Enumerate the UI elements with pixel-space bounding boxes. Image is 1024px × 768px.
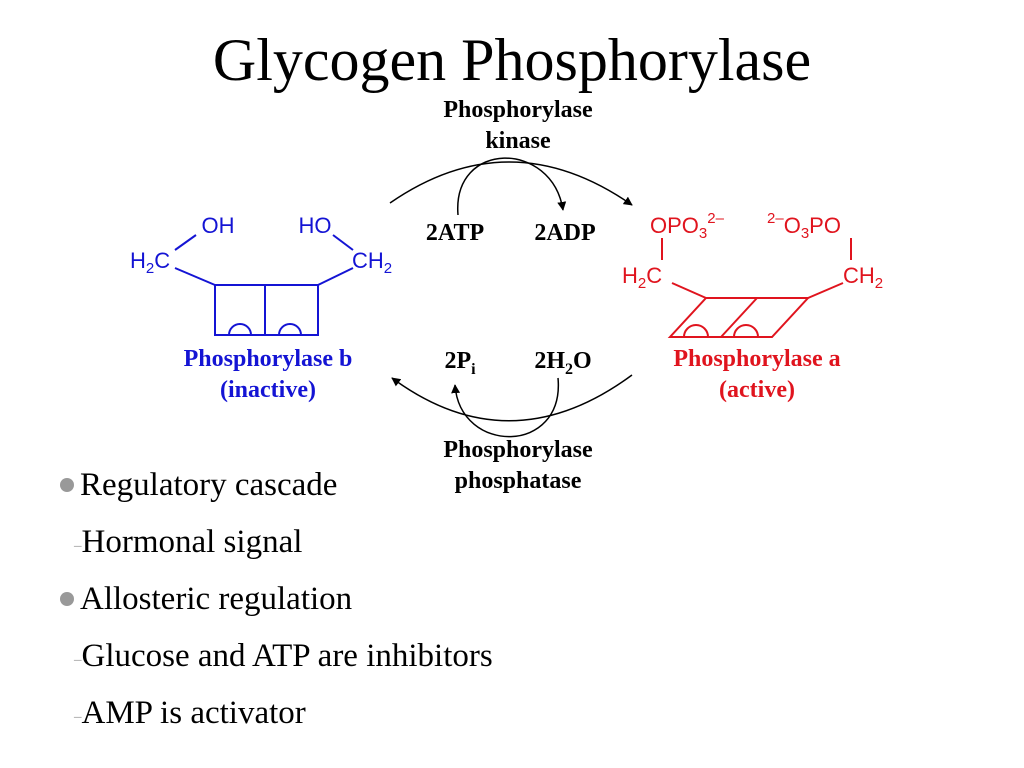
b-ch2-c: CH <box>352 248 384 273</box>
a-h2c-c: C <box>646 263 662 288</box>
a-h2c-group: H2C <box>622 263 662 292</box>
sub-bullet-item: –Glucose and ATP are inhibitors <box>60 633 493 690</box>
water-sub: 2 <box>565 361 573 378</box>
bullet-text: Hormonal signal <box>81 524 303 560</box>
phosphorylase-a-name: Phosphorylase a <box>673 346 840 372</box>
b-h2c-sub: 2 <box>146 260 154 277</box>
a-opo3-sup: 2– <box>707 210 724 227</box>
bullet-text: Glucose and ATP are inhibitors <box>81 638 493 674</box>
bullet-dot-icon <box>60 592 74 606</box>
bullet-dot-icon <box>60 478 74 492</box>
b-ch2-sub: 2 <box>384 260 392 277</box>
a-h2c-sub: 2 <box>638 275 646 292</box>
b-h2c-h: H <box>130 248 146 273</box>
a-ch2-group: CH2 <box>843 263 883 292</box>
a-o3po-group: 2–O3PO <box>767 210 841 242</box>
phosphatase-label-line2: phosphatase <box>455 468 582 494</box>
a-o3po-post: PO <box>809 213 841 238</box>
phosphorylase-b-name: Phosphorylase b <box>184 346 353 372</box>
dash-icon: – <box>74 709 82 725</box>
slide-title: Glycogen Phosphorylase <box>212 27 812 93</box>
phosphatase-label-line1: Phosphorylase <box>443 437 593 463</box>
b-ch2-group: CH2 <box>352 248 392 277</box>
a-opo3-sub: 3 <box>699 225 707 242</box>
phosphorylase-b-state: (inactive) <box>220 377 316 403</box>
bullet-text: Regulatory cascade <box>80 467 338 503</box>
sub-bullet-item: –AMP is activator <box>60 690 493 747</box>
phosphate-sub: i <box>471 361 476 378</box>
a-opo3-pre: OPO <box>650 213 699 238</box>
bullet-text: AMP is activator <box>81 695 306 731</box>
water-reagent: 2H2O <box>534 348 591 378</box>
a-h2c-h: H <box>622 263 638 288</box>
a-opo3-group: OPO32– <box>650 210 725 242</box>
adp-reagent: 2ADP <box>534 220 595 246</box>
atp-reagent: 2ATP <box>426 220 484 246</box>
a-o3po-o: O <box>784 213 801 238</box>
atp-to-adp-arrow <box>457 157 567 216</box>
b-h2c-group: H2C <box>130 248 170 277</box>
bullet-item: Regulatory cascade <box>60 462 493 519</box>
a-o3po-sup: 2– <box>767 210 784 227</box>
a-o3po-sub: 3 <box>801 225 809 242</box>
water-to-phosphate-arrow <box>451 377 559 438</box>
bullet-item: Allosteric regulation <box>60 576 493 633</box>
kinase-label-line1: Phosphorylase <box>443 97 593 123</box>
phosphorylase-a-state: (active) <box>719 377 795 403</box>
a-ch2-sub: 2 <box>875 275 883 292</box>
water-post: O <box>573 348 592 374</box>
dephosphorylation-arrow <box>391 374 633 422</box>
b-oh-group: OH <box>202 213 235 238</box>
dash-icon: – <box>74 538 82 554</box>
b-h2c-c: C <box>154 248 170 273</box>
phosphate-reagent: 2Pi <box>444 348 476 378</box>
water-pre: 2H <box>534 348 565 374</box>
sub-bullet-item: –Hormonal signal <box>60 519 493 576</box>
phosphorylase-b-structure <box>174 234 354 336</box>
dash-icon: – <box>74 652 82 668</box>
phosphate-main: 2P <box>444 348 471 374</box>
b-ho-group: HO <box>299 213 332 238</box>
a-ch2-c: CH <box>843 263 875 288</box>
bullet-list: Regulatory cascade –Hormonal signal Allo… <box>60 462 493 747</box>
kinase-label-line2: kinase <box>485 128 551 154</box>
bullet-text: Allosteric regulation <box>80 581 353 617</box>
phosphorylation-arrow <box>389 161 633 206</box>
phosphorylase-a-structure <box>661 238 852 338</box>
